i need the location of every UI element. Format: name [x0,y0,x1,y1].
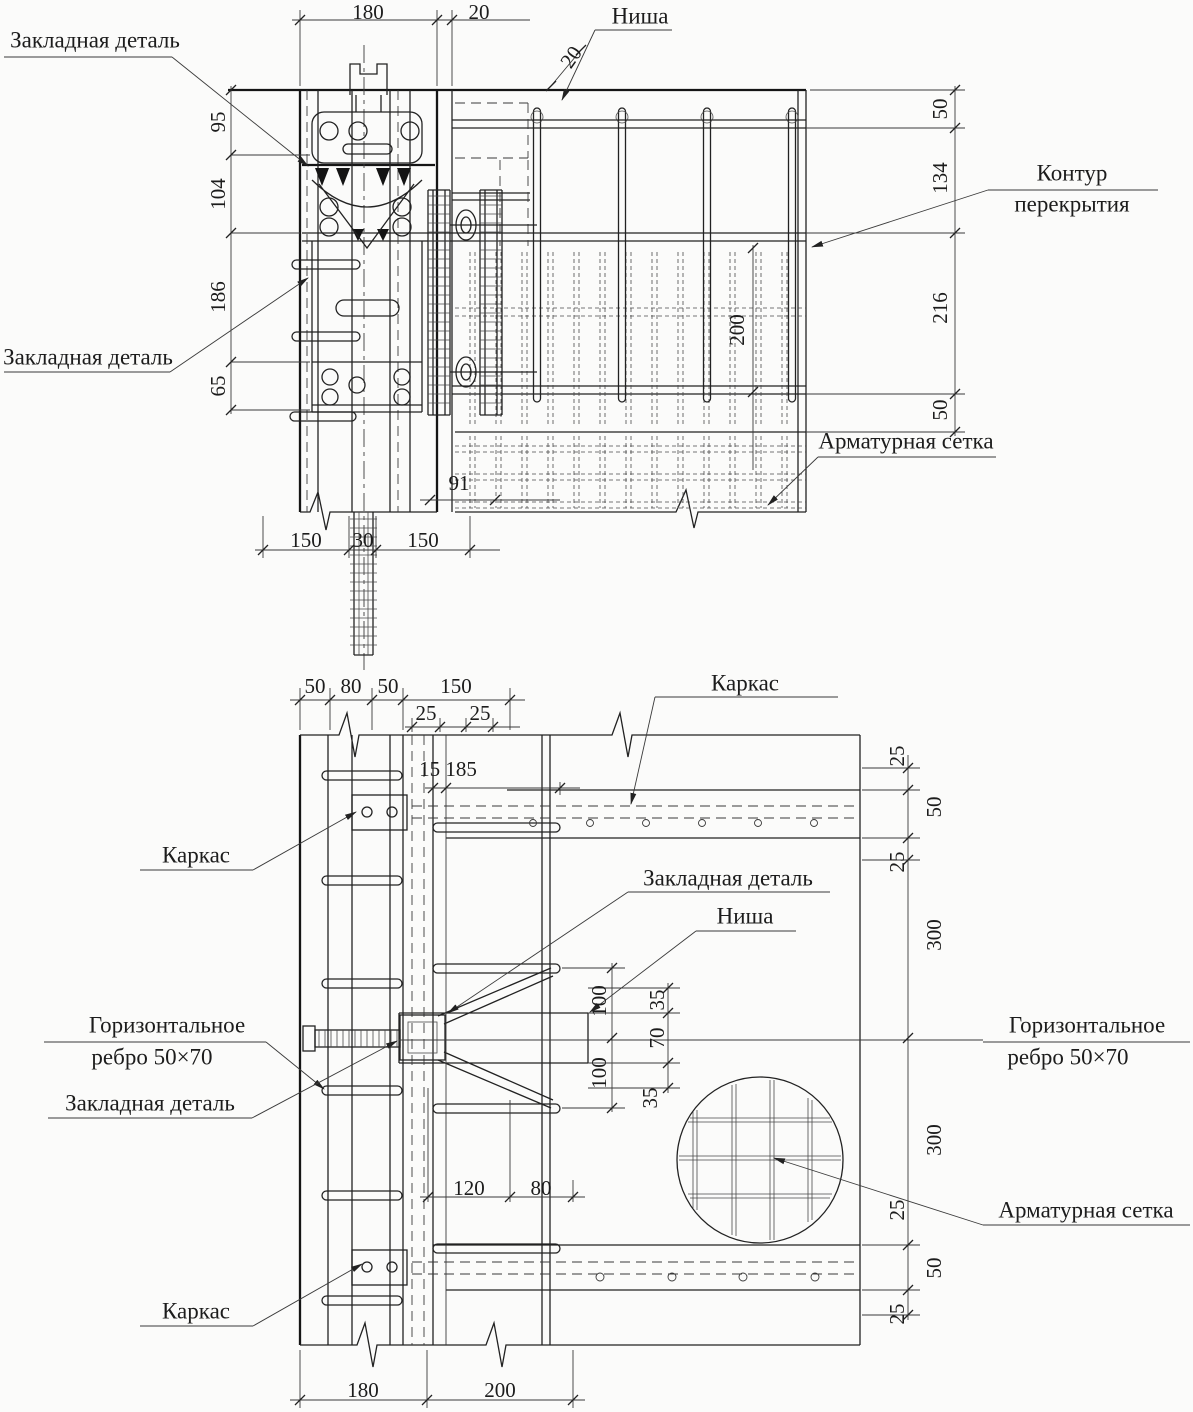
dimension-label: 25 [885,852,909,873]
dimension-label: 35 [645,990,669,1011]
dimension-label: 216 [928,292,952,324]
dimension-label: 300 [922,1124,946,1156]
plan-rebars [530,107,799,403]
slab-mesh-pattern [455,252,806,509]
channel-teeth [428,195,502,404]
dimension-label: 180 [352,0,384,24]
dimension-label: 200 [484,1378,516,1402]
callout-leaders [4,29,1190,1327]
dimension-label: 50 [922,797,946,818]
dimension-label: 25 [885,746,909,767]
callout-label: Закладная деталь [10,28,180,53]
dimension-label: 186 [206,281,230,313]
dimension-label: 50 [305,674,326,698]
dimension-lines [225,10,983,1408]
dimension-label: 15 185 [419,757,477,781]
dimension-label: 70 [645,1028,669,1049]
dimension-label: 134 [928,162,952,194]
dimension-label: 20 [555,42,587,73]
dimension-label: 50 [922,1258,946,1279]
dimension-label: 80 [341,674,362,698]
callout-label: ребро 50×70 [1007,1045,1128,1070]
mesh-circle-grid [679,1080,841,1240]
section-bars [432,822,561,1254]
callout-label: ребро 50×70 [91,1045,212,1070]
dimension-label: 150 [407,528,439,552]
callout-label: Каркас [711,671,779,696]
callout-label: перекрытия [1014,192,1130,217]
callout-label: Закладная деталь [643,866,813,891]
callout-label: Горизонтальное [1009,1013,1165,1038]
labels-layer: Закладная детальНишаКонтурперекрытияАрма… [3,0,1173,1402]
dimension-label: 50 [378,674,399,698]
dimension-label: 104 [206,178,230,210]
dimension-ticks [225,14,961,1406]
ladder-teeth [350,518,377,646]
bolt-thread-hatch [318,1030,398,1047]
callout-label: Закладная деталь [3,345,173,370]
dimension-label: 120 [453,1176,485,1200]
dimension-label: 95 [206,112,230,133]
embedded-part-detail [289,63,537,656]
plan-view-structure [300,45,807,670]
callout-label: Арматурная сетка [998,1198,1173,1223]
dimension-label: 50 [928,99,952,120]
dimension-label: 50 [928,400,952,421]
dimension-label: 65 [206,376,230,397]
dimension-label: 150 [290,528,322,552]
dimension-label: 20 [469,0,490,24]
callout-label: Каркас [162,843,230,868]
dimension-label: 100 [587,985,611,1017]
callout-label: Закладная деталь [65,1091,235,1116]
section-rungs [321,770,403,1306]
callout-label: Каркас [162,1299,230,1324]
dimension-label: 35 [638,1088,662,1109]
dimension-label: 100 [587,1057,611,1089]
callout-label: Арматурная сетка [818,429,993,454]
dimension-label: 300 [922,919,946,951]
callout-label: Ниша [612,4,669,29]
dimension-label: 91 [449,471,470,495]
rib-bolt-holes [529,819,820,1282]
mesh-detail-circle [676,1076,844,1244]
plan-view-outline [228,88,806,512]
dimension-label: 25 [885,1200,909,1221]
callout-label: Ниша [717,904,774,929]
dimension-label: 150 [440,674,472,698]
dimension-label: 25 [470,701,491,725]
dimension-label: 30 [353,528,374,552]
dimension-label: 180 [347,1378,379,1402]
dimension-label: 25 [416,701,437,725]
callout-label: Горизонтальное [89,1013,245,1038]
dimension-label: 200 [725,314,749,346]
callout-label: Контур [1037,161,1108,186]
dimension-label: 80 [531,1176,552,1200]
dimension-label: 25 [885,1304,909,1325]
